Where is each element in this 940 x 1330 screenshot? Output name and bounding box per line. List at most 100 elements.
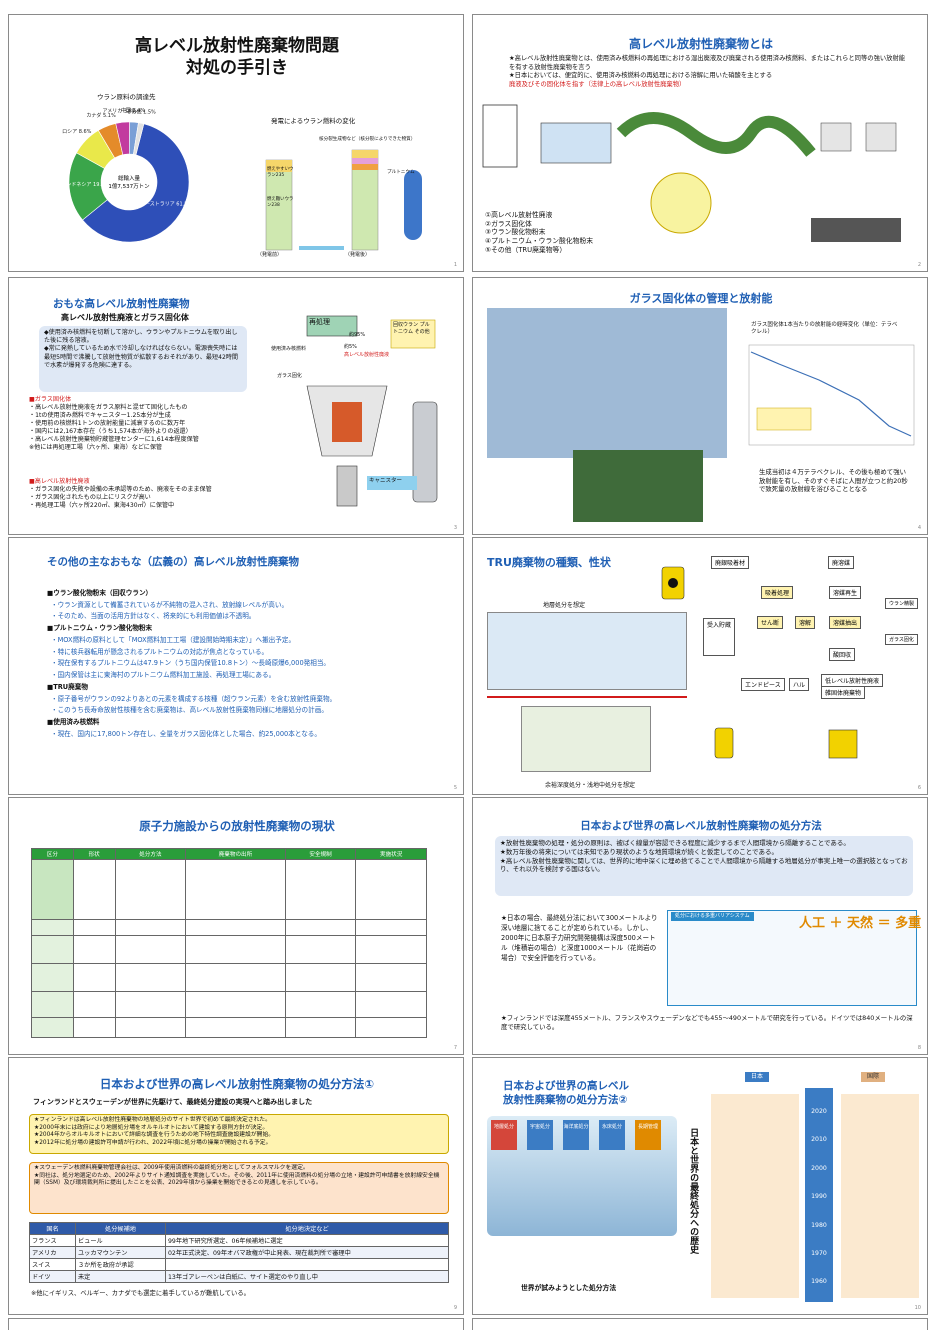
sweden-line: ★同社は、処分地選定のため、2002年よりサイト通知調査を実施していた。その後、… xyxy=(34,1172,440,1187)
uranium-oxide-heading: ■ウラン酸化物粉末（回収ウラン） xyxy=(47,589,153,597)
table-cell xyxy=(355,963,427,992)
flow-node: 受入貯蔵 xyxy=(703,618,736,656)
slide-5: その他の主なおもな（広義の）高レベル放射性廃棄物 ■ウラン酸化物粉末（回収ウラン… xyxy=(8,537,464,795)
table-cell xyxy=(355,935,427,964)
table-cell xyxy=(185,859,286,920)
slide-2-line1: ★高レベル放射性廃棄物とは、使用済み核燃料の再処理における湿出廃液及び廃棄される… xyxy=(509,55,906,71)
page-number: 1 xyxy=(453,262,457,268)
page-number: 3 xyxy=(453,525,457,531)
table-cell: ユッカマウンテン xyxy=(75,1246,166,1259)
finland-line: ★2012年に処分場の建設許可申請が行われ、2022年頃に処分場の操業が開始され… xyxy=(34,1139,272,1146)
glass-section: ■ガラス固化体 ・高レベル放射性廃液をガラス原料と混ぜて固化したもの ・1tの使… xyxy=(29,396,269,452)
table-cell xyxy=(165,1258,449,1271)
table-cell xyxy=(284,991,357,1018)
page-number: 7 xyxy=(453,1045,457,1051)
page-number: 5 xyxy=(453,785,457,791)
timeline-year: 1980 xyxy=(811,1221,827,1229)
table-header: 安全規制 xyxy=(284,848,357,860)
waste-drums-icon xyxy=(714,727,858,759)
flow-node: 酸回収 xyxy=(829,648,856,661)
mox-line: ・国内保管は主に東海村のプルトニウム燃料加工施設、再処理工場にある。 xyxy=(51,671,276,680)
slide-2-intro: ★高レベル放射性廃棄物とは、使用済み核燃料の再処理における湿出廃液及び廃棄される… xyxy=(509,55,909,89)
glass-vitrification-diagram xyxy=(306,315,438,507)
japan-events-column xyxy=(711,1094,799,1298)
table-cell: ビュール xyxy=(75,1234,166,1247)
diag-canister: キャニスター xyxy=(369,478,403,484)
flow-node: ウラン精製 xyxy=(885,598,919,609)
table-cell xyxy=(185,963,286,992)
shallow-disposal-label: 余裕深度処分・浅地中処分を想定 xyxy=(545,782,636,789)
spent-fuel-line: ・現在、国内に17,800トン存在し、全量をガラス固化体とした場合、約25,00… xyxy=(51,729,321,738)
geo-disposal-label: 地層処分を想定 xyxy=(543,602,586,609)
uranium-oxide-line: ・そのため、当面の活用方針はなく、将来的にも利用価値は不透明。 xyxy=(51,612,256,621)
flow-node: 雑固体廃棄物 xyxy=(821,686,866,699)
timeline-year: 1960 xyxy=(811,1278,827,1286)
timeline-year: 1970 xyxy=(811,1250,827,1258)
glass-heading: ■ガラス固化体 xyxy=(29,396,72,403)
pie-label: オーストラリア 61.5% xyxy=(140,202,192,208)
timeline-year: 1990 xyxy=(811,1193,827,1201)
table-cell xyxy=(114,991,187,1018)
slide-7-title: 原子力施設からの放射性廃棄物の現状 xyxy=(139,819,335,833)
methods-illustration: 地層処分 宇宙処分 海洋底処分 氷床処分 長期管理 xyxy=(487,1116,677,1276)
table-cell xyxy=(31,935,74,964)
table-cell xyxy=(284,935,357,964)
table-cell xyxy=(185,991,286,1018)
slide-2-line3: 廃液及びその固化体を指す（法律上の高レベル放射性廃棄物） xyxy=(509,80,686,88)
slide-3-subtitle: 高レベル放射性廃液とガラス固化体 xyxy=(61,313,189,322)
red-divider xyxy=(487,696,687,698)
diag-95: 約95% xyxy=(349,332,366,338)
glass-line: ・1tの使用済み燃料でキャニスター1.25本分が生成 xyxy=(29,412,171,420)
barrier-title: 処分における多重バリアシステム xyxy=(671,912,754,921)
bar-label-before: （発電前） xyxy=(257,252,283,258)
table-cell xyxy=(72,919,116,936)
radioactivity-decay-chart xyxy=(748,344,915,446)
tru-heading: ■TRU廃棄物 xyxy=(47,682,88,691)
table-cell xyxy=(284,1017,357,1038)
mox-line: ・現在保有するプルトニウムは47.9トン（うち国内保管10.8トン）～長崎原爆6… xyxy=(51,659,331,668)
table-cell: 未定 xyxy=(75,1270,166,1283)
storage-facility-image xyxy=(487,308,727,458)
table-header: 処分候補地 xyxy=(75,1222,166,1235)
flow-node: ガラス固化 xyxy=(885,634,918,645)
table-cell xyxy=(355,859,427,920)
slide-10: 日本および世界の高レベル 放射性廃棄物の処分方法② 地層処分 宇宙処分 海洋底処… xyxy=(472,1057,928,1315)
slide-10-title-line1: 日本および世界の高レベル xyxy=(503,1080,629,1092)
page-number: 6 xyxy=(917,785,921,791)
slide-2: 高レベル放射性廃棄物とは ★高レベル放射性廃棄物とは、使用済み核燃料の再処理にお… xyxy=(472,14,928,272)
table-cell: スイス xyxy=(29,1258,76,1271)
table-cell xyxy=(355,1017,427,1038)
table-cell xyxy=(31,991,74,1018)
reprocessing-flow-diagram xyxy=(482,104,901,242)
timeline-year: 2020 xyxy=(811,1108,827,1115)
foreign-depth-text: ★フィンランドでは深度455メートル、フランスやスウェーデンなどでも455～49… xyxy=(501,1014,913,1031)
hlw-item: ④プルトニウム・ウラン酸化物粉末 xyxy=(485,237,594,246)
pie-label: カナダ 5.1% xyxy=(86,112,116,119)
pie-label: インドネシア 19.4% xyxy=(61,182,109,188)
summary-line: ◆常に発熱しているため水で冷却しなければならない。電源喪失時には最短5時間で沸騰… xyxy=(44,345,239,369)
timeline-years: 2020 2010 2000 1990 1980 1970 1960 xyxy=(807,1098,831,1297)
slide-1: 高レベル放射性廃棄物問題 対処の手引き ウラン原料の調達先 オーストラリア 61… xyxy=(8,14,464,272)
mox-line: ・特に核兵器転用が懸念されるプルトニウムの対応が焦点となっている。 xyxy=(51,647,269,656)
hlw-item: ⑤その他（TRU廃棄物等） xyxy=(485,245,567,254)
table-cell xyxy=(31,919,74,936)
table-cell xyxy=(355,991,427,1018)
slide-5-title: その他の主なおもな（広義の）高レベル放射性廃棄物 xyxy=(47,556,299,568)
table-cell: 02年正式決定、09年オバマ政権が中止発表、現在裁判所で審理中 xyxy=(165,1246,449,1259)
diag-hlw: 高レベル放射性廃液 xyxy=(344,352,390,358)
pie-title: ウラン原料の調達先 xyxy=(97,93,156,101)
world-column-header: 国際 xyxy=(861,1072,886,1083)
pie-label: アメリカ 3.8% xyxy=(103,108,137,114)
pie-label: ロシア 8.6% xyxy=(62,129,92,135)
pie-slice xyxy=(82,123,190,243)
sweden-line: ★スウェーデン核燃料廃棄物管理会社は、2009年使用済燃料の最終処分地としてフォ… xyxy=(34,1165,309,1171)
page-number: 10 xyxy=(914,1305,921,1311)
mox-heading: ■プルトニウム・ウラン酸化物粉末 xyxy=(47,624,153,633)
bar-chart-title: 発電によるウラン燃料の変化 xyxy=(271,117,356,125)
table-cell: 99年地下研究所選定、06年候補地に選定 xyxy=(165,1234,449,1247)
table-header: 国名 xyxy=(29,1222,76,1235)
timeline-year: 2010 xyxy=(811,1136,827,1144)
table-header: 実施状況 xyxy=(355,848,427,860)
waste-line: ・再処理工場（六ヶ所220㎥、東海430㎥）に保管中 xyxy=(29,502,175,510)
flow-node: エンドピース xyxy=(741,678,785,691)
